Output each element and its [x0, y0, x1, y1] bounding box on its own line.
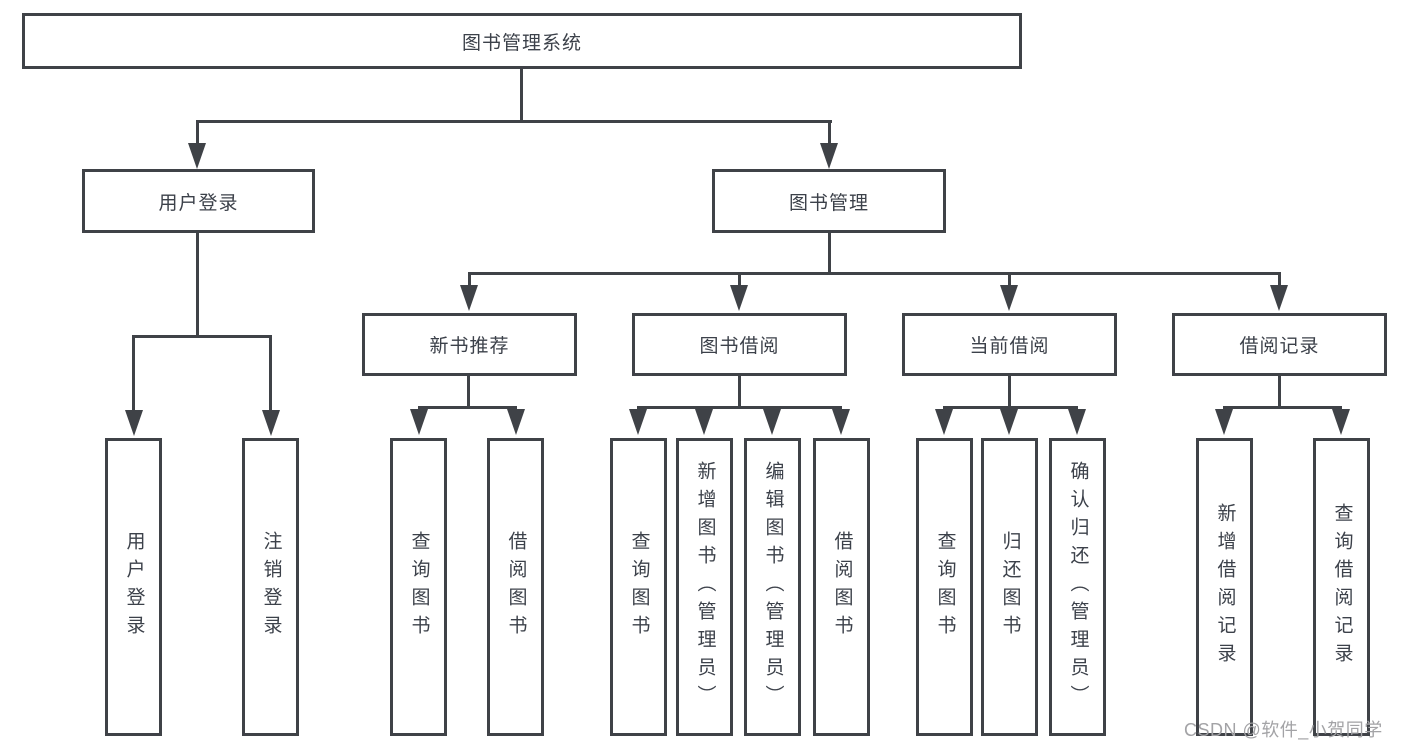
leaf-logout: 注销登录 — [242, 438, 299, 736]
arrow-down-icon — [1000, 285, 1018, 311]
node-book-borrowing: 图书借阅 — [632, 313, 847, 376]
arrow-down-icon — [730, 285, 748, 311]
connector — [828, 233, 831, 274]
connector — [738, 376, 741, 408]
arrow-down-icon — [507, 409, 525, 435]
arrow-down-icon — [262, 410, 280, 436]
arrow-down-icon — [460, 285, 478, 311]
connector — [132, 335, 135, 413]
arrow-down-icon — [125, 410, 143, 436]
connector — [132, 335, 272, 338]
connector — [1008, 376, 1011, 408]
connector — [1223, 406, 1342, 409]
leaf-return-books: 归还图书 — [981, 438, 1038, 736]
arrow-down-icon — [820, 143, 838, 169]
arrow-down-icon — [410, 409, 428, 435]
node-current-borrowing: 当前借阅 — [902, 313, 1117, 376]
connector — [943, 406, 1078, 409]
arrow-down-icon — [763, 409, 781, 435]
connector — [269, 335, 272, 413]
node-library-management-system: 图书管理系统 — [22, 13, 1022, 69]
leaf-label: 注销登录 — [260, 531, 282, 643]
connector — [468, 272, 1280, 275]
leaf-borrow-books-borrowing: 借阅图书 — [813, 438, 870, 736]
leaf-label: 借阅图书 — [505, 531, 527, 643]
leaf-label: 查询图书 — [628, 531, 650, 643]
leaf-query-books-recommendation: 查询图书 — [390, 438, 447, 736]
arrow-down-icon — [1215, 409, 1233, 435]
connector — [196, 120, 199, 148]
node-borrowing-records: 借阅记录 — [1172, 313, 1387, 376]
connector — [738, 272, 741, 288]
leaf-add-borrow-record: 新增借阅记录 — [1196, 438, 1253, 736]
leaf-borrow-books-recommendation: 借阅图书 — [487, 438, 544, 736]
connector — [637, 406, 842, 409]
leaf-label: 编辑图书（管理员） — [762, 461, 784, 713]
connector — [1008, 272, 1011, 288]
node-new-book-recommendation: 新书推荐 — [362, 313, 577, 376]
leaf-label: 查询借阅记录 — [1331, 503, 1353, 671]
leaf-label: 用户登录 — [123, 531, 145, 643]
leaf-user-login: 用户登录 — [105, 438, 162, 736]
arrow-down-icon — [1068, 409, 1086, 435]
leaf-label: 归还图书 — [999, 531, 1021, 643]
leaf-query-books-borrowing: 查询图书 — [610, 438, 667, 736]
node-book-management: 图书管理 — [712, 169, 946, 233]
leaf-label: 确认归还（管理员） — [1067, 461, 1089, 713]
leaf-query-books-current: 查询图书 — [916, 438, 973, 736]
arrow-down-icon — [1270, 285, 1288, 311]
leaf-confirm-return-admin: 确认归还（管理员） — [1049, 438, 1106, 736]
node-user-login: 用户登录 — [82, 169, 315, 233]
csdn-watermark: CSDN @软件_小贺同学 — [1184, 720, 1383, 740]
arrow-down-icon — [629, 409, 647, 435]
arrow-down-icon — [935, 409, 953, 435]
connector — [1278, 376, 1281, 408]
leaf-label: 查询图书 — [408, 531, 430, 643]
leaf-edit-book-admin: 编辑图书（管理员） — [744, 438, 801, 736]
connector — [196, 233, 199, 335]
arrow-down-icon — [695, 409, 713, 435]
connector — [467, 376, 470, 408]
arrow-down-icon — [1332, 409, 1350, 435]
leaf-label: 查询图书 — [934, 531, 956, 643]
leaf-add-book-admin: 新增图书（管理员） — [676, 438, 733, 736]
connector — [418, 406, 517, 409]
arrow-down-icon — [1000, 409, 1018, 435]
connector — [520, 69, 523, 123]
connector — [1278, 272, 1281, 288]
connector — [196, 120, 832, 123]
leaf-label: 新增借阅记录 — [1214, 503, 1236, 671]
connector — [468, 272, 471, 288]
leaf-label: 新增图书（管理员） — [694, 461, 716, 713]
arrow-down-icon — [832, 409, 850, 435]
arrow-down-icon — [188, 143, 206, 169]
leaf-label: 借阅图书 — [831, 531, 853, 643]
leaf-query-borrow-record: 查询借阅记录 — [1313, 438, 1370, 736]
connector — [828, 120, 831, 148]
